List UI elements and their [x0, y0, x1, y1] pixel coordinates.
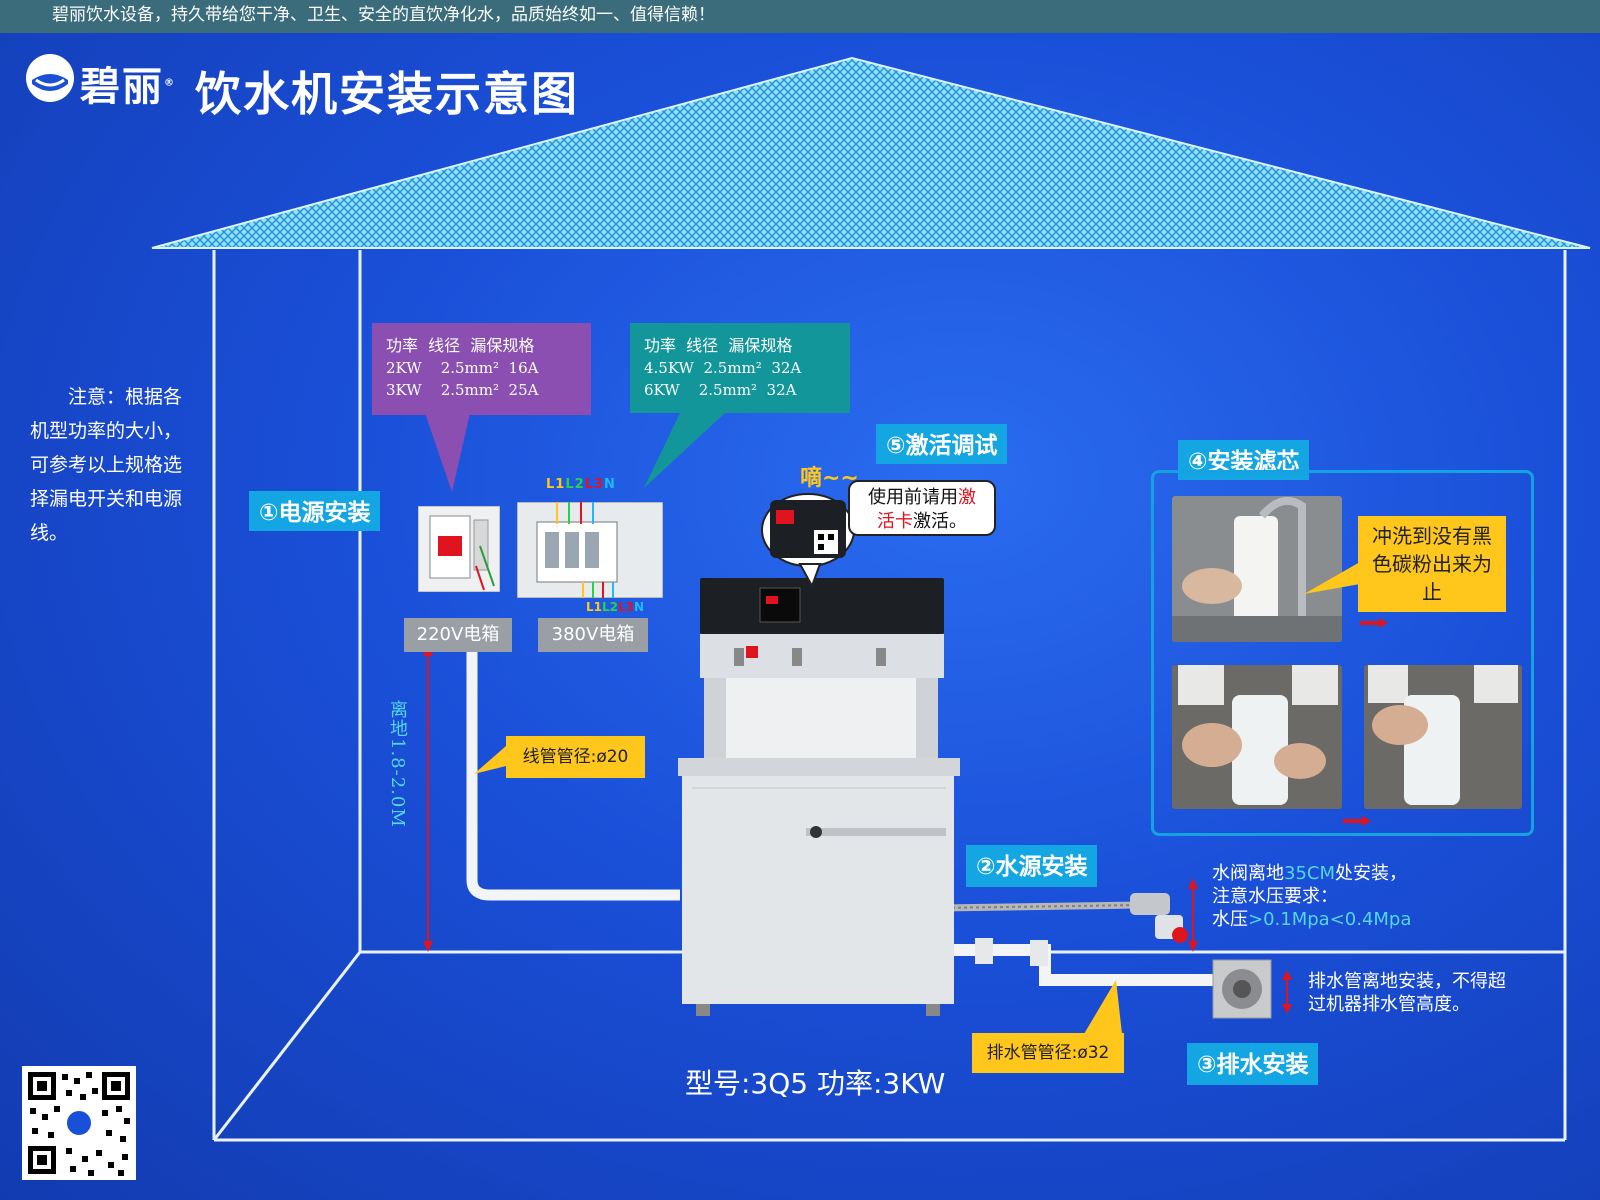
step-filter-label: ④安装滤芯 [1178, 440, 1310, 480]
breaker-220-image [418, 506, 500, 592]
spec-380-box: 功率 线径 漏保规格 4.5KW 2.5mm² 32A 6KW 2.5mm² 3… [630, 323, 850, 413]
spec-220-row: 2KW 2.5mm² 16A [386, 359, 539, 377]
conduit-label: 线管管径:ø20 [506, 736, 645, 778]
conduit-pointer [474, 746, 506, 774]
height-label: 离地1.8-2.0M [387, 700, 408, 828]
water-dispenser-image [678, 578, 960, 1016]
spec-380-row: 4.5KW 2.5mm² 32A [644, 359, 802, 377]
filter-panel [1151, 470, 1534, 836]
filter-photo-flush [1172, 496, 1342, 642]
phase-labels-bottom: L1L2L3N [586, 600, 645, 614]
phase-labels-top: L1L2L3N [546, 477, 616, 492]
spec-220-header: 功率 线径 漏保规格 [386, 336, 535, 355]
brand-logo [26, 54, 74, 102]
spec-220-row: 3KW 2.5mm² 25A [386, 381, 539, 399]
spec-220-box: 功率 线径 漏保规格 2KW 2.5mm² 16A 3KW 2.5mm² 25A [372, 323, 591, 415]
valve-note: 水阀离地35CM处安装， 注意水压要求： 水压>0.1Mpa<0.4Mpa [1212, 863, 1412, 930]
activation-card-image [761, 493, 855, 589]
flush-pointer [1304, 562, 1360, 594]
filter-photo-install-1 [1172, 665, 1342, 809]
slogan-bar: 碧丽饮水设备，持久带给您干净、卫生、安全的直饮净化水，品质始终如一、值得信赖！ [0, 0, 1600, 33]
breaker-380-image [517, 502, 663, 598]
page-title: 饮水机安装示意图 [195, 67, 579, 121]
drain-pipe-label: 排水管管径:ø32 [972, 1033, 1124, 1073]
filter-photo-install-2 [1364, 665, 1522, 809]
slogan-text: 碧丽饮水设备，持久带给您干净、卫生、安全的直饮净化水，品质始终如一、值得信赖！ [52, 5, 715, 25]
step-water-label: ②水源安装 [966, 845, 1098, 887]
step-power-label: ①电源安装 [249, 491, 381, 531]
activate-callout: 使用前请用激 活卡激活。 [848, 480, 996, 536]
spec-380-header: 功率 线径 漏保规格 [644, 336, 793, 355]
step-activate-label: ⑤激活调试 [876, 424, 1008, 464]
box-380-label: 380V电箱 [538, 618, 648, 652]
box-220-label: 220V电箱 [404, 618, 512, 652]
drain-note: 排水管离地安装，不得超过机器排水管高度。 [1308, 971, 1506, 1015]
model-label: 型号:3Q5 功率:3KW [685, 1067, 946, 1100]
brand-name: 碧丽® [80, 64, 176, 110]
step-drain-label: ③排水安装 [1187, 1043, 1319, 1085]
spec-380-row: 6KW 2.5mm² 32A [644, 381, 797, 399]
drain-pointer [1084, 980, 1122, 1034]
qr-code-image [22, 1066, 136, 1180]
note-text: 注意：根据各机型功率的大小，可参考以上规格选择漏电开关和电源线。 [30, 386, 183, 544]
flush-note: 冲洗到没有黑色碳粉出来为止 [1358, 516, 1506, 612]
